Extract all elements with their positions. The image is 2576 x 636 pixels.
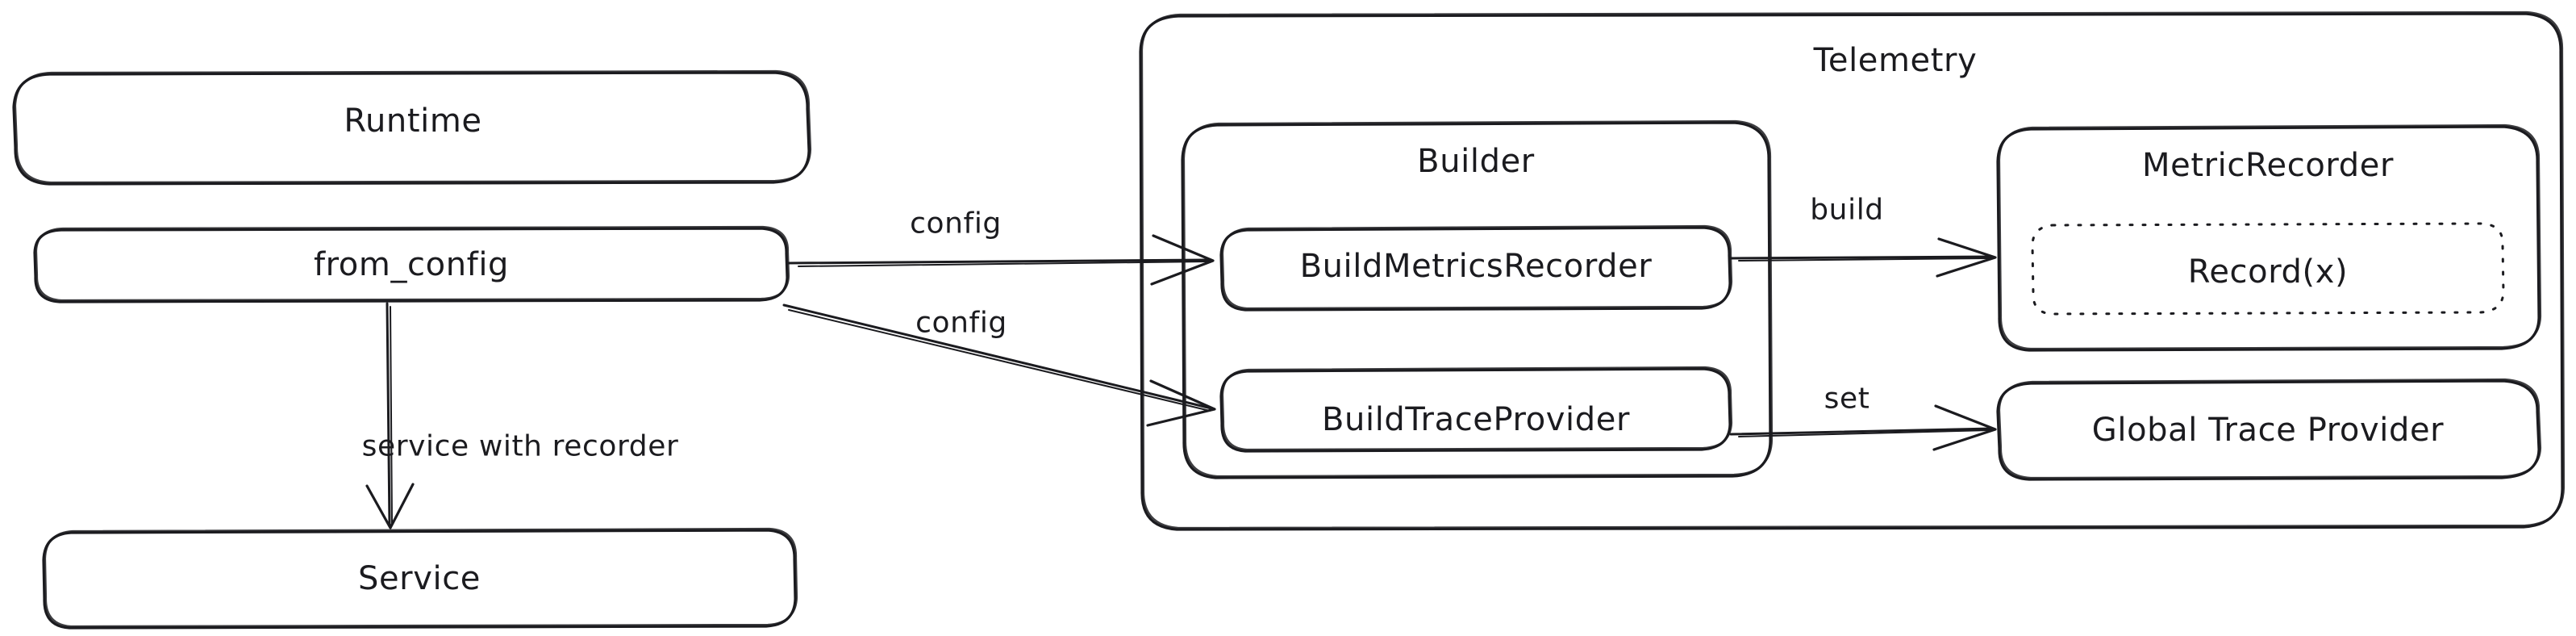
edge-from-config-to-build-trace xyxy=(782,303,1216,427)
node-telemetry[interactable] xyxy=(1139,10,2566,531)
edge-build-trace-to-global-trace xyxy=(1729,404,1997,451)
node-global-trace-provider[interactable] xyxy=(1996,378,2542,481)
edge-build-metrics-to-metric-recorder xyxy=(1729,237,1997,278)
node-runtime[interactable] xyxy=(12,69,812,186)
edge-from-config-to-service xyxy=(365,302,415,529)
node-record-x[interactable] xyxy=(2031,222,2505,316)
edge-from-config-to-build-metrics xyxy=(786,234,1215,286)
node-build-trace-provider[interactable] xyxy=(1219,366,1733,453)
node-build-metrics-recorder[interactable] xyxy=(1219,224,1733,312)
node-service[interactable] xyxy=(42,527,798,630)
node-builder[interactable] xyxy=(1181,119,1774,479)
node-metric-recorder[interactable] xyxy=(1996,123,2542,352)
node-from-config[interactable] xyxy=(33,225,790,303)
